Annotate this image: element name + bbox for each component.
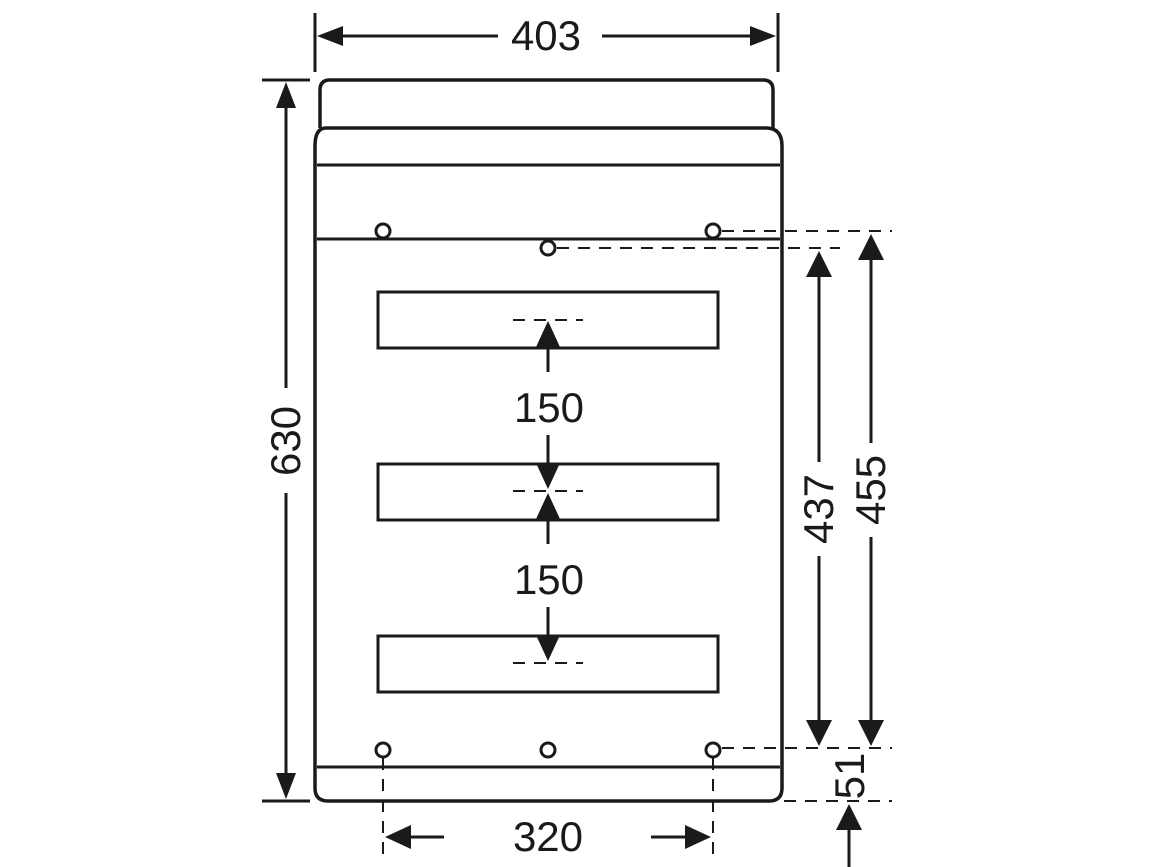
module-spacing-upper-label: 150 (514, 384, 584, 431)
enclosure-top-cap (318, 78, 775, 128)
overall-width-label: 403 (511, 12, 581, 59)
dimension-mounting-width: 320 (385, 813, 711, 860)
dimension-bottom-offset: 51 (826, 753, 873, 867)
dimension-overall-width: 403 (313, 12, 780, 72)
mounting-height-outer-label: 455 (847, 455, 894, 525)
mounting-hole-bottom-right (704, 741, 722, 759)
mounting-hole-top-right (704, 222, 722, 240)
mounting-height-inner-label: 437 (795, 474, 842, 544)
dimension-overall-height: 630 (262, 78, 310, 803)
dimension-mounting-height-outer: 455 (847, 234, 894, 746)
dimension-module-spacing-upper: 150 (514, 321, 584, 489)
module-spacing-lower-label: 150 (514, 556, 584, 603)
dimension-mounting-height-inner: 437 (795, 251, 842, 746)
mounting-hole-bottom-center (539, 741, 557, 759)
dimension-module-spacing-lower: 150 (514, 493, 584, 661)
mounting-width-label: 320 (513, 813, 583, 860)
mounting-hole-bottom-left (374, 741, 392, 759)
mounting-hole-top-left (374, 222, 392, 240)
enclosure-body (313, 78, 784, 803)
overall-height-label: 630 (262, 406, 309, 476)
enclosure-outline (313, 126, 784, 803)
bottom-offset-label: 51 (826, 753, 873, 800)
mounting-hole-top-center (539, 239, 557, 257)
